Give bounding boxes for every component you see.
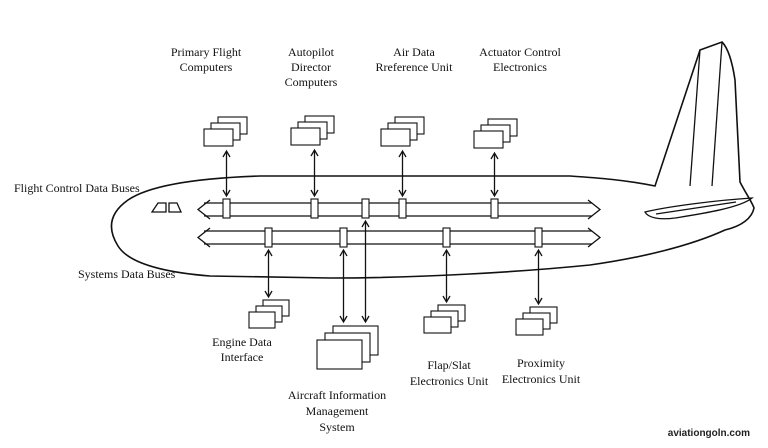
flight-control-data-bus — [196, 199, 602, 220]
label-flap-slat-electronics: Flap/Slat Electronics Unit — [410, 358, 489, 388]
label-line: Systems Data Buses — [78, 267, 176, 281]
label-systems-data-buses: Systems Data Buses — [78, 267, 176, 281]
label-line: System — [319, 420, 355, 434]
label-line: Interface — [221, 350, 264, 364]
stabilizer-line — [655, 201, 737, 215]
label-line: Primary Flight — [171, 45, 242, 59]
label-air-data-reference: Air Data Rreference Unit — [376, 45, 454, 74]
label-line: Engine Data — [212, 335, 272, 349]
label-line: Management — [306, 404, 369, 418]
connection-arrows — [222, 148, 543, 324]
cockpit-windows — [150, 202, 183, 213]
label-line: Director — [291, 60, 331, 74]
flap-slat-stack — [423, 304, 466, 334]
label-flight-control-data-buses: Flight Control Data Buses — [14, 181, 140, 195]
label-line: Flight Control Data Buses — [14, 181, 140, 195]
label-line: Electronics Unit — [410, 374, 489, 388]
tail-fin-edge — [689, 49, 701, 187]
label-line: Computers — [180, 60, 233, 74]
aircraft-fuselage — [110, 41, 755, 279]
tail-fin-inner — [711, 41, 723, 187]
label-line: Aircraft Information — [288, 388, 386, 402]
label-proximity-electronics: Proximity Electronics Unit — [502, 356, 581, 386]
flight-bus-couplers — [222, 198, 499, 219]
label-line: Electronics — [493, 60, 547, 74]
label-actuator-control: Actuator Control Electronics — [479, 45, 561, 74]
air-data-reference-stack — [380, 116, 425, 147]
label-line: Electronics Unit — [502, 372, 581, 386]
watermark-text: aviationgoln.com — [668, 428, 750, 439]
systems-bus-couplers — [264, 227, 543, 248]
engine-data-interface-stack — [248, 299, 290, 329]
label-line: Flap/Slat — [427, 358, 471, 372]
label-line: Computers — [285, 75, 338, 89]
horizontal-stabilizer — [644, 197, 754, 220]
label-line: Autopilot — [288, 45, 335, 59]
label-line: Rreference Unit — [376, 60, 454, 74]
label-autopilot-director: Autopilot Director Computers — [285, 45, 338, 89]
actuator-control-stack — [473, 118, 518, 149]
label-aircraft-information-management: Aircraft Information Management System — [288, 388, 386, 434]
label-primary-flight-computers: Primary Flight Computers — [171, 45, 242, 74]
proximity-stack — [515, 306, 558, 336]
autopilot-director-stack — [290, 115, 335, 146]
label-line: Actuator Control — [479, 45, 561, 59]
label-engine-data-interface: Engine Data Interface — [212, 335, 272, 364]
primary-flight-computers-stack — [203, 116, 248, 147]
label-line: Proximity — [517, 356, 565, 370]
aims-stack — [316, 325, 379, 370]
label-line: Air Data — [393, 45, 435, 59]
